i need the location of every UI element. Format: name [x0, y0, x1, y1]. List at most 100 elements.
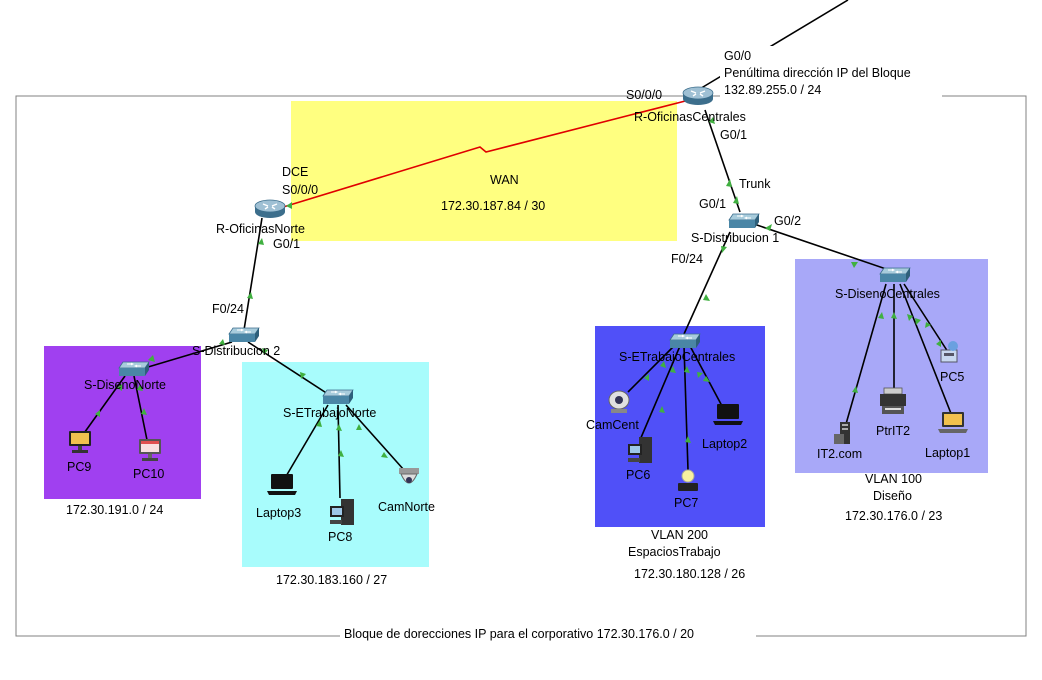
- port-marker: [878, 312, 884, 319]
- port-marker: [247, 292, 253, 299]
- port-marker: [709, 117, 715, 124]
- router-icon[interactable]: [254, 199, 286, 219]
- port-label: F0/24: [212, 302, 244, 316]
- network-label-bg: [840, 507, 966, 524]
- switch-icon[interactable]: [228, 327, 260, 343]
- link-setrabajonorte-laptop3: [284, 404, 329, 479]
- link-setrabajocentrales-camcent: [627, 345, 675, 393]
- vlan200-id-label: VLAN 200: [651, 528, 708, 542]
- router-icon[interactable]: [682, 86, 714, 106]
- port-marker: [356, 424, 362, 430]
- port-marker: [907, 314, 913, 321]
- isp-note-line2: 132.89.255.0 / 24: [724, 83, 821, 97]
- port-marker: [286, 202, 292, 209]
- port-marker: [703, 376, 710, 382]
- network-label-diseno-norte: 172.30.191.0 / 24: [66, 503, 163, 517]
- port-marker: [733, 196, 739, 204]
- printer-icon[interactable]: [879, 387, 907, 415]
- port-marker: [685, 436, 691, 443]
- switch-icon[interactable]: [669, 333, 701, 349]
- isp-note-line1: Penúltima dirección IP del Bloque: [724, 66, 911, 80]
- link-sdist1-sdisenocentrales: [753, 223, 896, 273]
- port-marker: [851, 262, 858, 268]
- link-sdisenocentrales-laptop1: [899, 283, 953, 417]
- laptop-icon[interactable]: [938, 412, 968, 433]
- switch-icon[interactable]: [728, 213, 760, 229]
- wan-network-label: 172.30.187.84 / 30: [441, 199, 545, 213]
- device-label-s-distribucion-2: S-Distribucion 2: [192, 344, 280, 358]
- device-label-s-disenonorte: S-DisenoNorte: [84, 378, 166, 392]
- port-marker: [137, 384, 143, 391]
- device-label-camcent: CamCent: [586, 418, 639, 432]
- serial-wan-link: [279, 97, 698, 209]
- port-marker: [381, 452, 388, 458]
- port-label: DCE: [282, 165, 308, 179]
- port-marker: [670, 366, 676, 373]
- port-marker: [852, 386, 858, 393]
- wan-area: [291, 101, 677, 241]
- laptop-icon[interactable]: [267, 474, 297, 495]
- wan-label: WAN: [490, 173, 519, 187]
- laptop-icon[interactable]: [713, 404, 743, 425]
- link-sdist2-setrabajonorte: [247, 341, 332, 397]
- port-label: G0/1: [273, 237, 300, 251]
- vlan100-id-label: VLAN 100: [865, 472, 922, 486]
- network-label-bg: [62, 501, 182, 518]
- device-label-pc8: PC8: [328, 530, 352, 544]
- device-label-s-etrabajonorte: S-ETrabajoNorte: [283, 406, 376, 420]
- labels: G0/0 Penúltima dirección IP del Bloque 1…: [62, 46, 970, 643]
- device-label-laptop3: Laptop3: [256, 506, 301, 520]
- port-markers: [95, 96, 941, 458]
- device-label-s-distribucion-1: S-Distribucion 1: [691, 231, 779, 245]
- device-label-camnorte: CamNorte: [378, 500, 435, 514]
- network-label-vlan100: 172.30.176.0 / 23: [845, 509, 942, 523]
- switch-icon[interactable]: [118, 361, 150, 377]
- corporate-note-bg: [340, 626, 756, 643]
- device-label-pc7: PC7: [674, 496, 698, 510]
- port-label: G0/1: [699, 197, 726, 211]
- link-setrabajonorte-pc8: [337, 404, 341, 499]
- network-label-vlan200: 172.30.180.128 / 26: [634, 567, 745, 581]
- port-marker: [936, 340, 941, 347]
- camera-icon[interactable]: [608, 390, 630, 414]
- device-label-laptop2: Laptop2: [702, 437, 747, 451]
- device-label-s-etrabajocentrales: S-ETrabajoCentrales: [619, 350, 735, 364]
- port-marker: [141, 408, 147, 415]
- port-label: S0/0/0: [282, 183, 318, 197]
- device-label-s-disenocentrales: S-DisenoCentrales: [835, 287, 940, 301]
- switch-icon[interactable]: [322, 389, 354, 405]
- device-label-it2: IT2.com: [817, 447, 862, 461]
- device-label-pc10: PC10: [133, 467, 164, 481]
- port-marker: [262, 348, 268, 355]
- port-marker: [721, 246, 727, 253]
- link-setrabajonorte-camnorte: [345, 404, 405, 471]
- network-label-bg: [630, 565, 764, 582]
- port-marker: [703, 294, 710, 301]
- port-marker: [925, 322, 931, 328]
- network-label-bg: [270, 571, 408, 588]
- link-rcentrales-sdist1: [704, 109, 741, 213]
- port-marker: [697, 372, 703, 378]
- vlan100-name-label: Diseño: [873, 489, 912, 503]
- link-sdisenonorte-pc9: [81, 375, 126, 437]
- port-marker: [659, 406, 665, 413]
- isp-port-label: G0/0: [724, 49, 751, 63]
- port-marker: [219, 339, 225, 345]
- port-marker: [148, 355, 155, 362]
- device-label-r-oficinasnorte: R-OficinasNorte: [216, 222, 305, 236]
- port-marker: [726, 179, 732, 187]
- corporate-note: Bloque de dorecciones IP para el corpora…: [344, 627, 694, 641]
- device-label-pc5: PC5: [940, 370, 964, 384]
- port-label: F0/24: [671, 252, 703, 266]
- port-marker: [891, 312, 897, 319]
- link-sdisenocentrales-it2: [845, 283, 887, 425]
- device-label-pc6: PC6: [626, 468, 650, 482]
- link-sdist2-sdisenonorte: [137, 341, 233, 371]
- link-sdisenonorte-pc10: [133, 375, 148, 441]
- switch-icon[interactable]: [879, 267, 911, 283]
- vlan-area-100: [795, 259, 988, 473]
- vlan-area-200: [595, 326, 765, 527]
- vlan200-name-label: EspaciosTrabajo: [628, 545, 721, 559]
